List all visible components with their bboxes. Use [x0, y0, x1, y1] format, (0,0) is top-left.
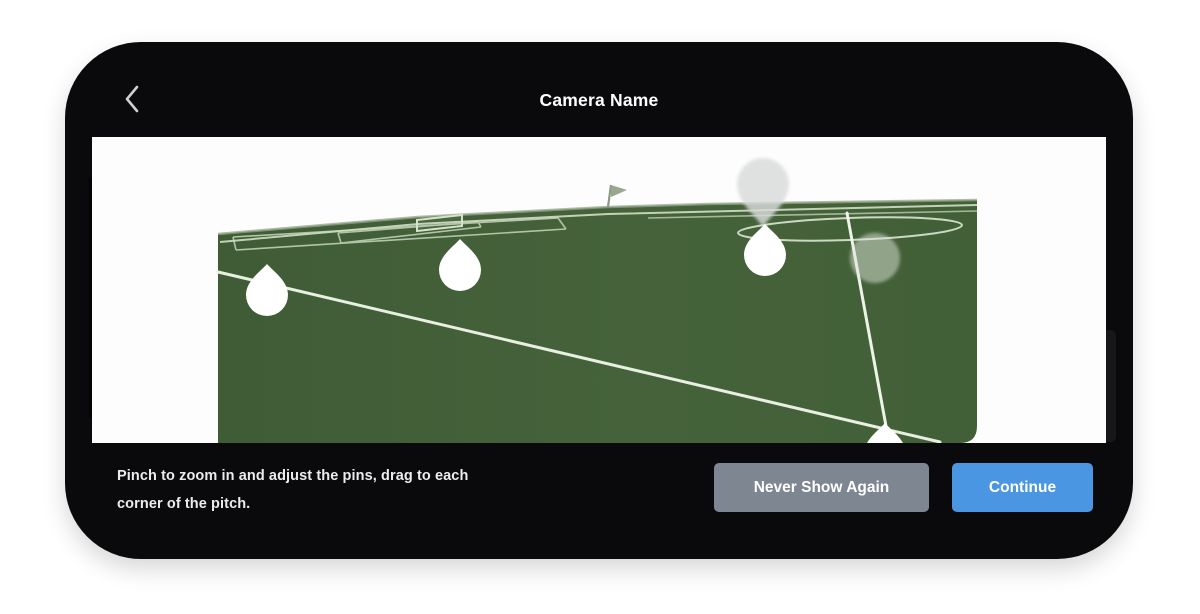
far-goal-line	[219, 204, 978, 243]
camera-calibration-view[interactable]	[92, 137, 1106, 443]
touchline	[216, 270, 942, 443]
continue-button[interactable]: Continue	[952, 463, 1093, 512]
corner-pin-2[interactable]	[439, 239, 481, 291]
never-show-again-button[interactable]: Never Show Again	[714, 463, 929, 512]
side-button	[1106, 330, 1116, 442]
phone-frame: Camera Name	[65, 42, 1133, 559]
instruction-line-2: corner of the pitch.	[117, 496, 251, 512]
corner-pin-4[interactable]	[864, 423, 906, 443]
pitch-render	[216, 158, 978, 443]
centre-circle-line	[737, 216, 963, 242]
bottom-bar: Pinch to zoom in and adjust the pins, dr…	[92, 443, 1106, 559]
penalty-box-lines	[232, 217, 567, 251]
drag-ghost-pin	[737, 158, 789, 227]
nav-header: Camera Name	[92, 42, 1106, 137]
back-button[interactable]	[116, 80, 150, 120]
pitch-surface	[218, 200, 977, 443]
corner-pin-1[interactable]	[246, 264, 288, 316]
far-touch-line	[647, 210, 978, 219]
instruction-line-1: Pinch to zoom in and adjust the pins, dr…	[117, 468, 469, 484]
ghost-marker	[850, 233, 900, 283]
goal-frame	[416, 213, 463, 233]
corner-flag-icon	[606, 184, 627, 208]
page-title: Camera Name	[539, 90, 659, 110]
corner-pin-3[interactable]	[744, 224, 786, 276]
instruction-text: Pinch to zoom in and adjust the pins, dr…	[117, 462, 468, 518]
chevron-left-icon	[125, 85, 139, 112]
